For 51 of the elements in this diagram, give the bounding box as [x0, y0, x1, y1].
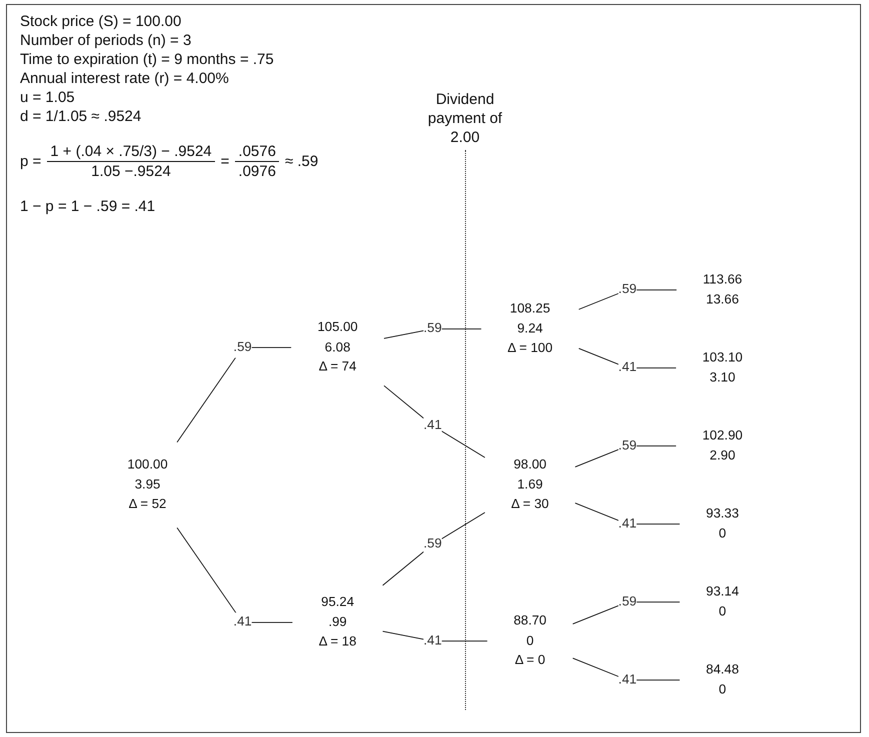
edge-label: .59 [423, 536, 442, 552]
formula-text: p = [20, 152, 42, 171]
connector [384, 385, 486, 458]
node-text: 88.70 0 Δ = 0 [514, 613, 546, 668]
connector [382, 630, 488, 642]
edge-label: .41 [233, 614, 252, 630]
parameter-text: Annual interest rate (r) = 4.00% [20, 69, 230, 88]
connector [176, 347, 292, 443]
parameter-text: Stock price (S) = 100.00 [20, 12, 182, 31]
edge-label: .41 [423, 632, 442, 648]
node-text: 93.33 0 [706, 506, 739, 541]
fraction-numerator: 1 + (.04 × .75/3) − .9524 [47, 142, 215, 162]
connector [176, 527, 293, 623]
edge-label: .41 [618, 672, 637, 687]
edge-label: .41 [618, 360, 637, 375]
node-text: 93.14 0 [706, 584, 739, 619]
formula-text: = [220, 152, 230, 171]
node-text: 113.66 13.66 [702, 272, 742, 307]
fraction-numerator: .0576 [235, 142, 279, 162]
node-text: 100.00 3.95 Δ = 52 [127, 457, 168, 512]
formula-text: ≈ .59 [284, 152, 318, 171]
dividend-note: Dividend payment of 2.00 [428, 91, 502, 146]
node-text: 102.90 2.90 [702, 428, 743, 463]
edge-label: .41 [423, 417, 442, 432]
connector [572, 658, 680, 681]
parameter-text: Time to expiration (t) = 9 months = .75 [20, 50, 275, 69]
edge-label: .59 [618, 438, 637, 453]
fraction-denominator: .0976 [238, 162, 276, 181]
connector [384, 328, 482, 339]
parameter-text: 1 − p = 1 − .59 = .41 [20, 197, 156, 216]
edge-label: .59 [618, 594, 637, 609]
node-text: 108.25 9.24 Δ = 100 [508, 301, 553, 356]
parameter-text: d = 1/1.05 ≈ .9524 [20, 107, 142, 126]
connector [572, 602, 680, 624]
fraction-denominator: 1.05 −.9524 [91, 162, 171, 181]
parameter-text: Number of periods (n) = 3 [20, 31, 192, 50]
node-text: 98.00 1.69 Δ = 30 [511, 457, 549, 512]
parameter-text: u = 1.05 [20, 88, 76, 107]
connector [574, 502, 680, 524]
node-text: 105.00 6.08 Δ = 74 [317, 320, 358, 374]
edge-label: .59 [618, 282, 637, 297]
connector [578, 348, 676, 368]
edge-label: .41 [618, 516, 637, 531]
edge-label: .59 [423, 320, 442, 336]
node-text: 95.24 .99 Δ = 18 [318, 594, 356, 649]
edge-label: .59 [233, 339, 252, 354]
connector [382, 512, 486, 586]
node-text: 84.48 0 [706, 662, 739, 697]
connector [578, 289, 677, 310]
connector [574, 446, 676, 468]
node-text: 103.10 3.10 [702, 350, 743, 385]
